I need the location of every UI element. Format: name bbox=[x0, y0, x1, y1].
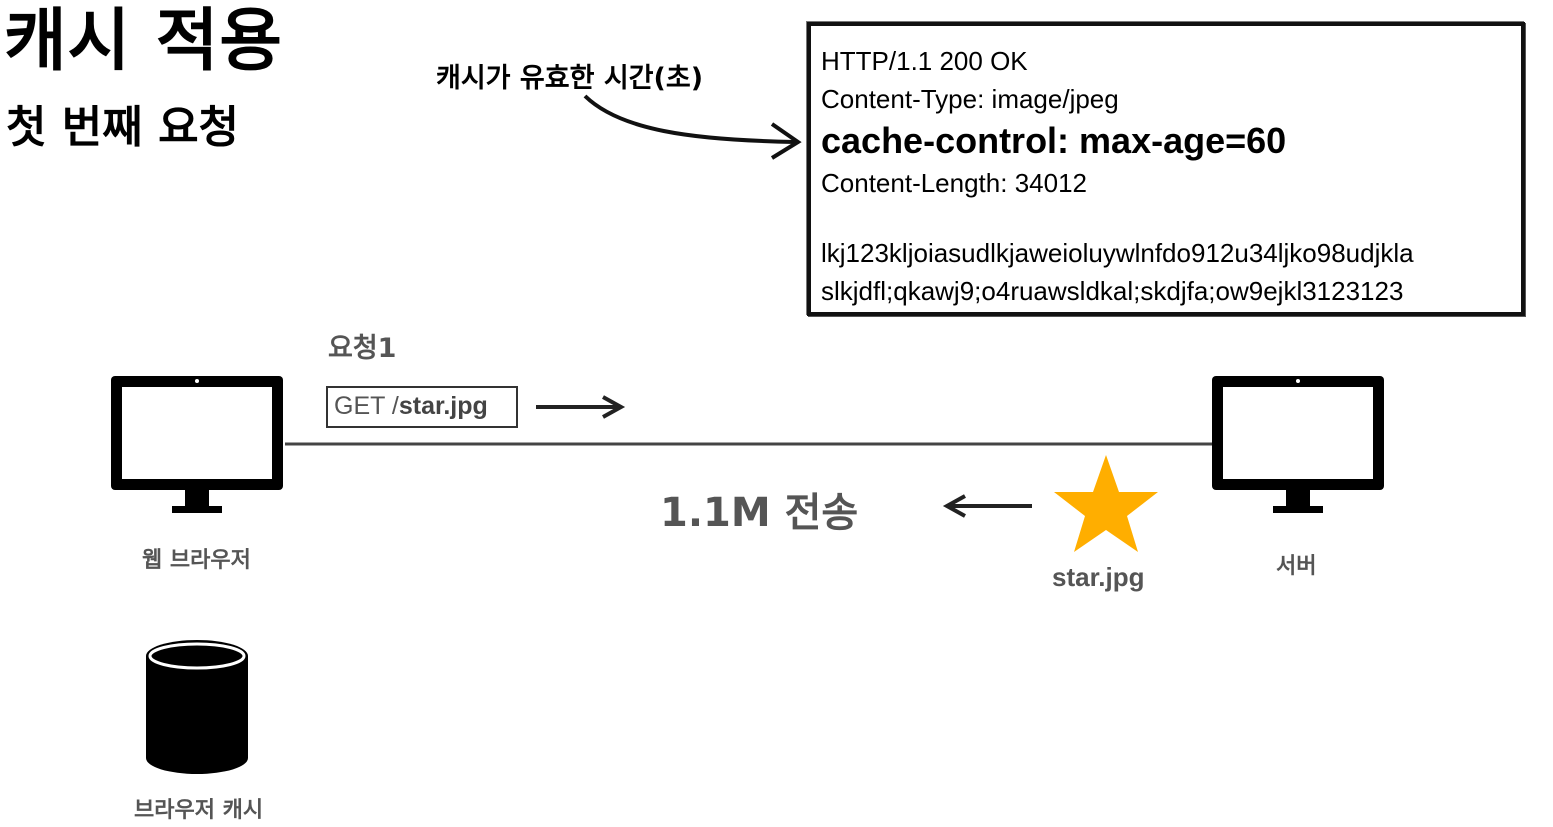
annotation-arrow bbox=[583, 94, 796, 144]
request-path: star.jpg bbox=[398, 392, 488, 420]
response-status-line: HTTP/1.1 200 OK bbox=[821, 46, 1028, 76]
response-body-line-1: lkj123kljoiasudlkjaweioluywlnfdo912u34lj… bbox=[821, 238, 1414, 268]
request-label: 요청1 bbox=[328, 333, 397, 364]
max-age-annotation: 캐시가 유효한 시간(초) bbox=[436, 63, 704, 94]
star-icon bbox=[1054, 455, 1158, 552]
browser-cache-icon bbox=[146, 640, 248, 774]
star-file-label: star.jpg bbox=[1052, 562, 1145, 592]
cache-label: 브라우저 캐시 bbox=[134, 798, 264, 823]
annotation-arrowhead bbox=[770, 122, 802, 160]
server-label: 서버 bbox=[1276, 554, 1317, 579]
page-subtitle: 첫 번째 요청 bbox=[6, 102, 240, 153]
transfer-size-label: 1.1M 전송 bbox=[660, 490, 859, 536]
request-box: GET /star.jpg bbox=[326, 386, 518, 428]
page-title: 캐시 적용 bbox=[4, 2, 283, 81]
client-label: 웹 브라우저 bbox=[142, 548, 251, 573]
response-content-type: Content-Type: image/jpeg bbox=[821, 84, 1119, 114]
request-method: GET / bbox=[334, 392, 399, 420]
response-content-length: Content-Length: 34012 bbox=[821, 168, 1087, 198]
response-body-line-2: slkjdfl;qkawj9;o4ruawsldkal;skdjfa;ow9ej… bbox=[821, 276, 1404, 306]
server-monitor-icon bbox=[1212, 376, 1384, 513]
http-response-box: HTTP/1.1 200 OK Content-Type: image/jpeg… bbox=[807, 22, 1525, 316]
client-monitor-icon bbox=[111, 376, 283, 513]
response-cache-control: cache-control: max-age=60 bbox=[821, 120, 1287, 161]
